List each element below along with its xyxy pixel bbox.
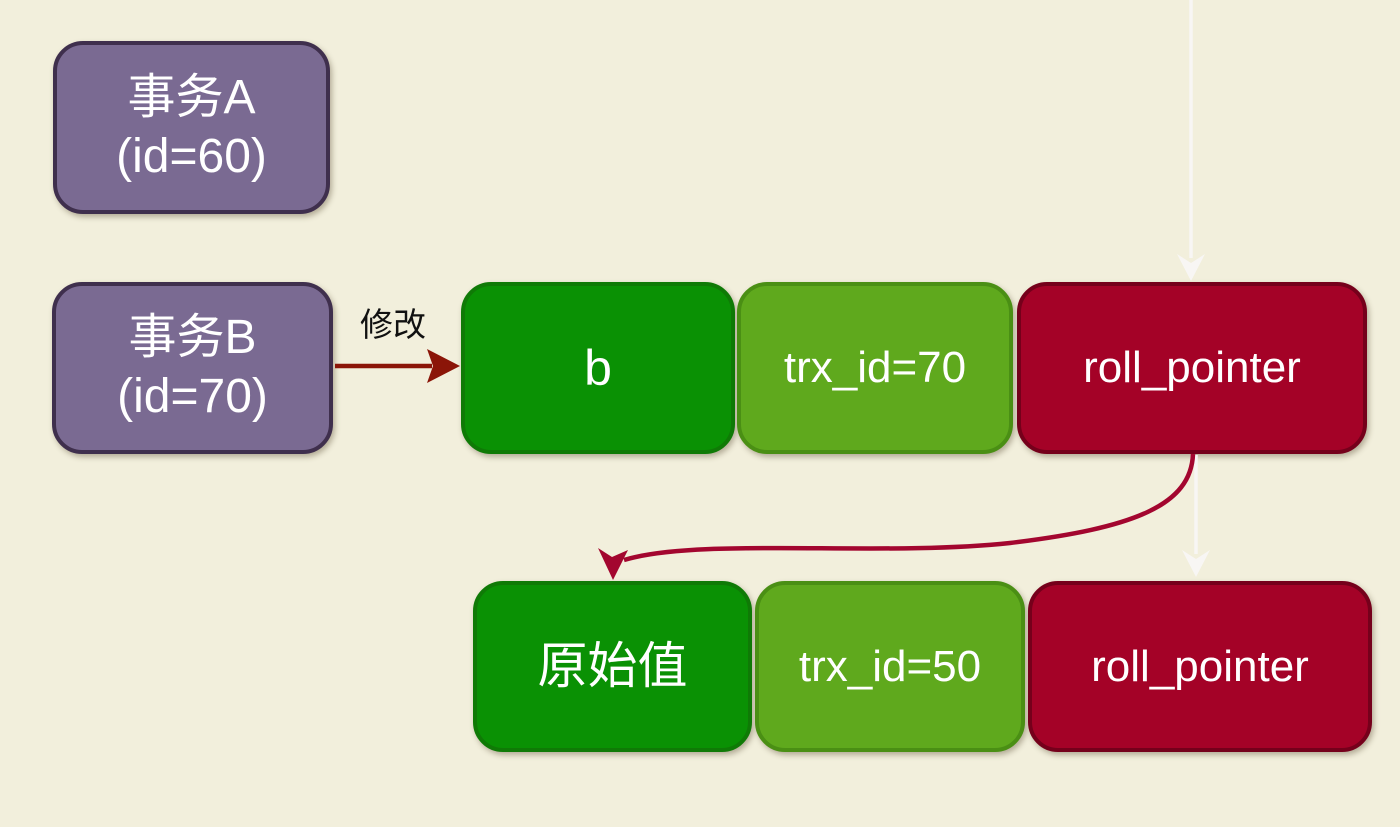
roll-pointer-chain-arrow <box>598 453 1196 580</box>
current-record-trx-id-text: trx_id=70 <box>783 343 967 393</box>
transaction-a-name: 事务A <box>127 70 256 124</box>
undo-record-trx-id-text: trx_id=50 <box>798 641 982 691</box>
transaction-a-id: (id=60) <box>116 129 267 183</box>
faint-arrow-middle <box>1182 455 1210 577</box>
current-record-value-text: b <box>584 339 612 396</box>
undo-record-value-text: 原始值 <box>537 638 688 694</box>
transaction-b-id: (id=70) <box>117 370 268 423</box>
undo-record-value-cell: 原始值 <box>473 581 752 752</box>
modify-label: 修改 <box>360 306 426 343</box>
current-record-trx-id-cell: trx_id=70 <box>737 282 1013 454</box>
undo-record-trx-id-cell: trx_id=50 <box>755 581 1025 752</box>
undo-record-roll-pointer-text: roll_pointer <box>1091 641 1309 691</box>
transaction-a-box: 事务A (id=60) <box>53 41 330 214</box>
current-record-value-cell: b <box>461 282 735 454</box>
current-record-roll-pointer-text: roll_pointer <box>1083 343 1301 393</box>
transaction-b-box: 事务B (id=70) <box>52 282 333 454</box>
current-record-roll-pointer-cell: roll_pointer <box>1017 282 1367 454</box>
faint-arrow-top <box>1177 0 1205 281</box>
modify-arrow <box>335 349 460 383</box>
undo-record-roll-pointer-cell: roll_pointer <box>1028 581 1372 752</box>
transaction-b-name: 事务B <box>128 311 257 365</box>
